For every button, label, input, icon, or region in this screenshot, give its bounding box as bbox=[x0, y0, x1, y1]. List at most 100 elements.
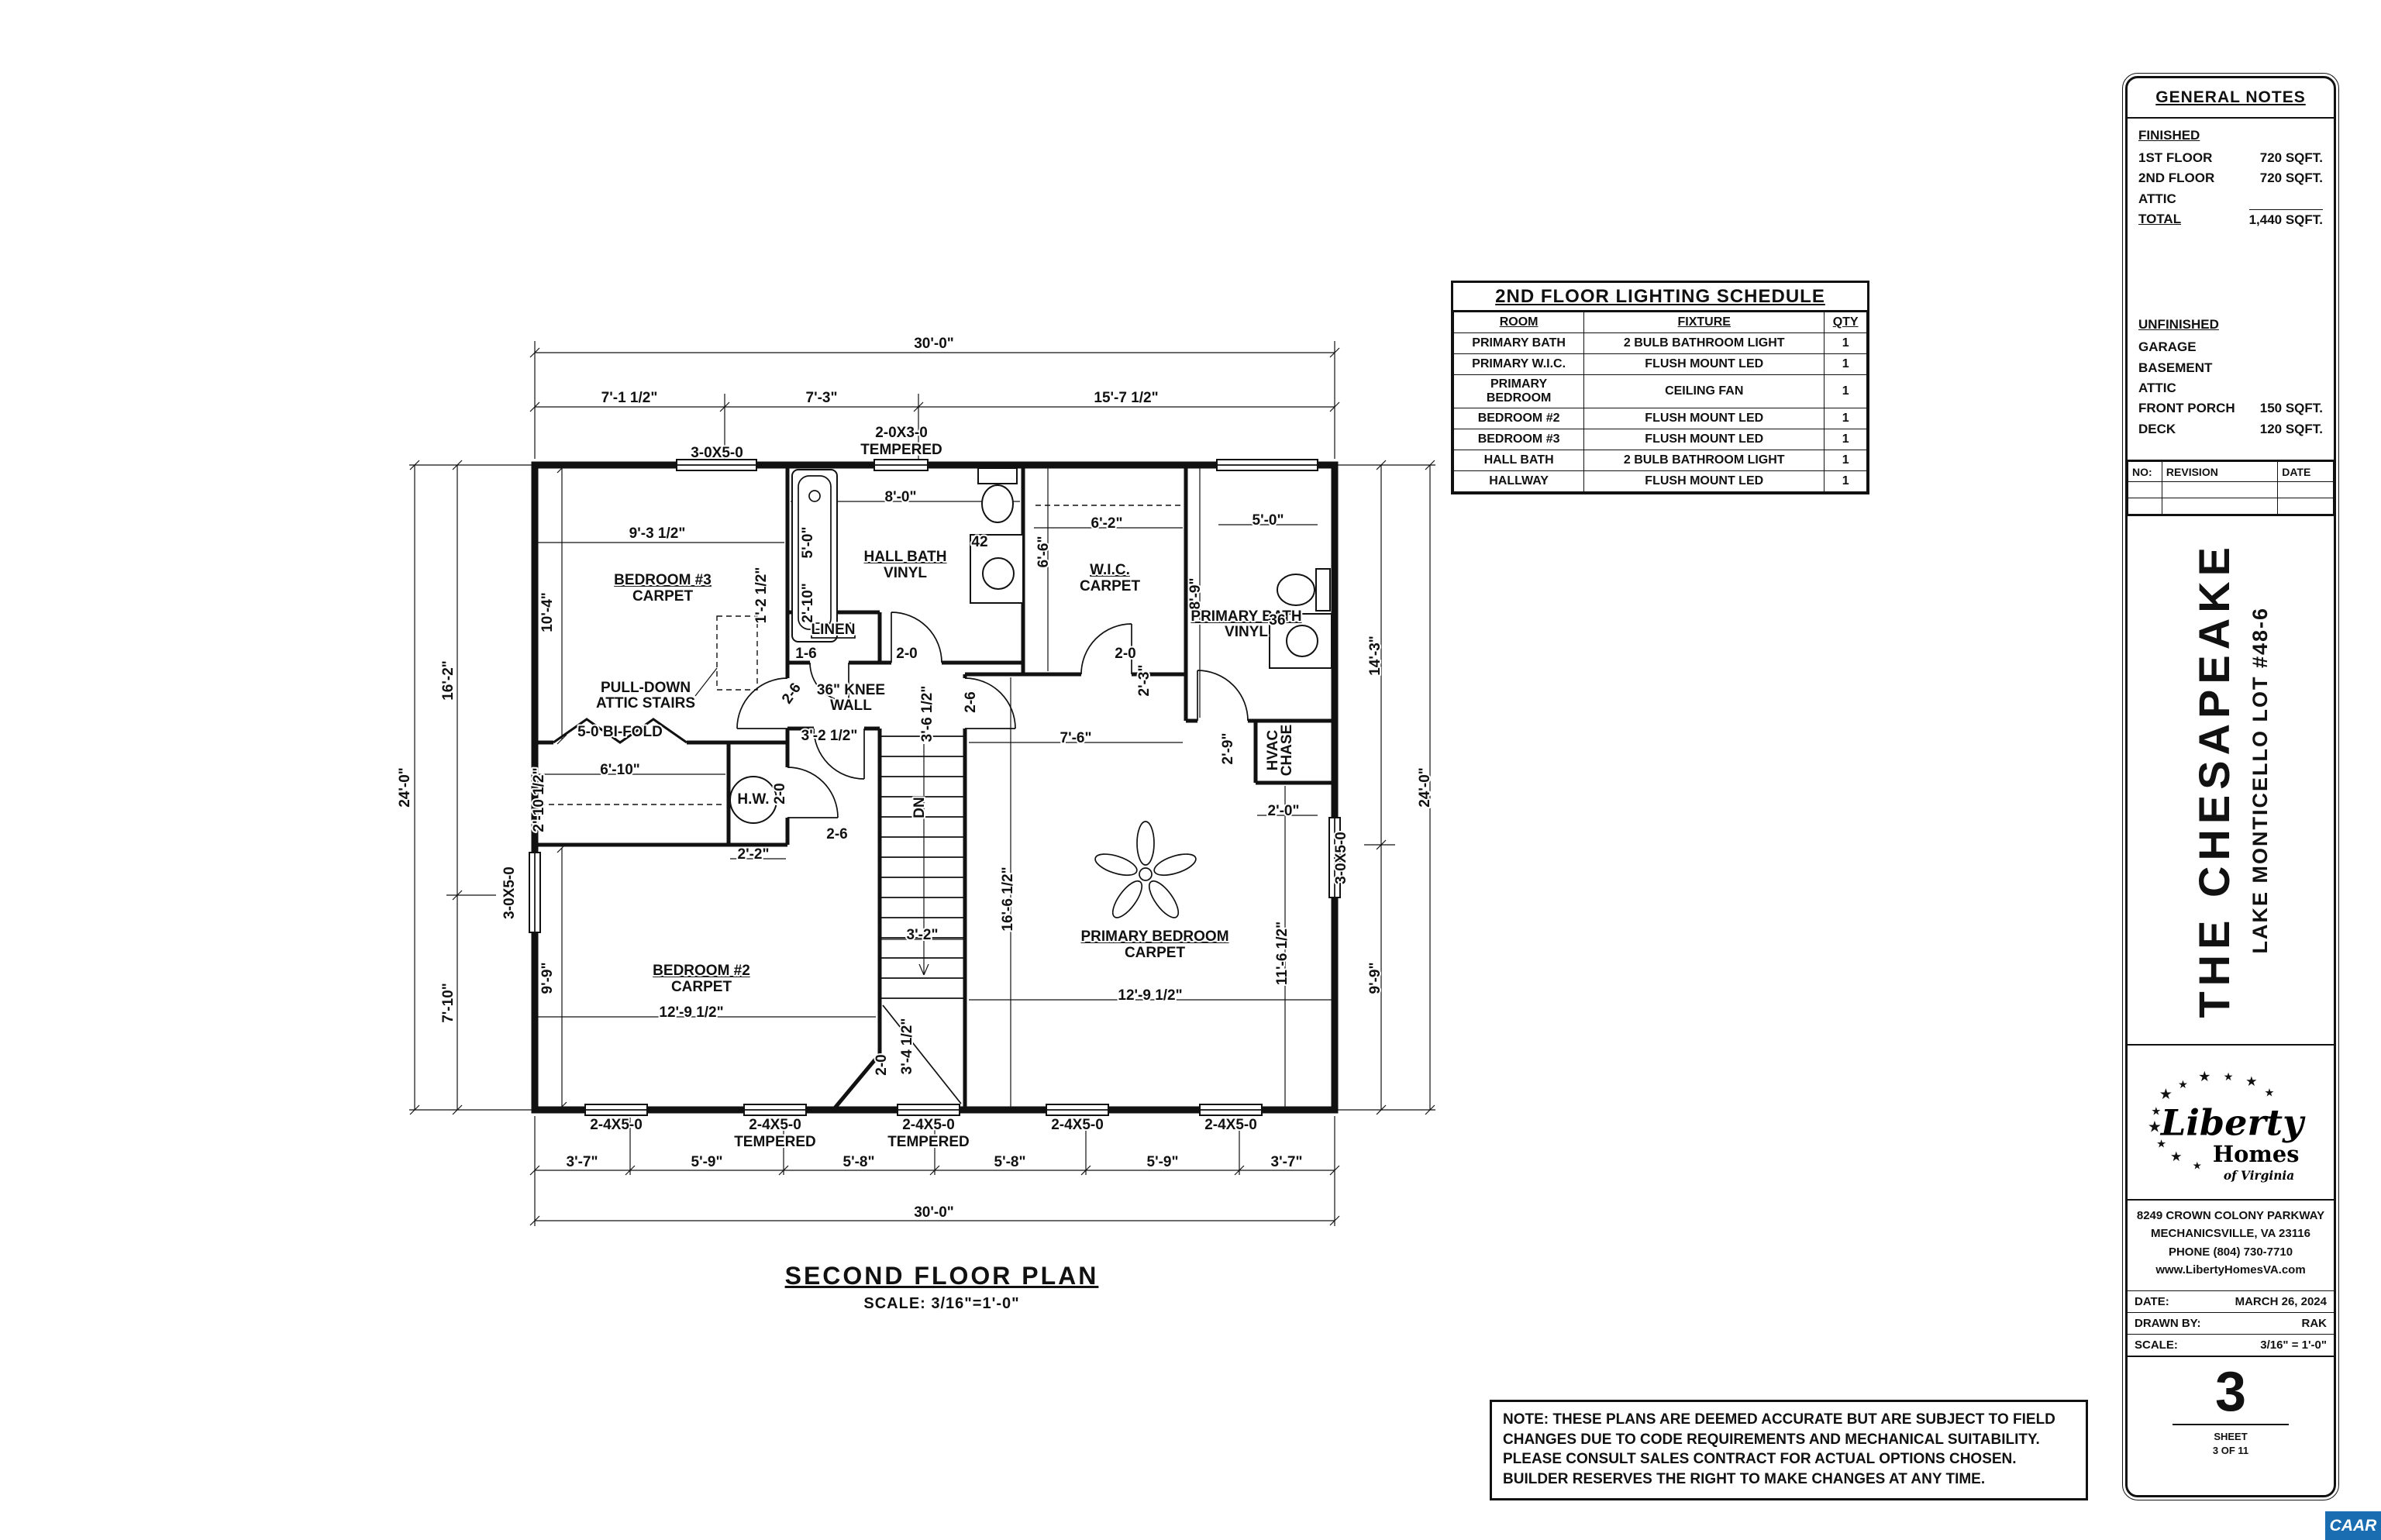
plan-label: 2-0 bbox=[772, 783, 788, 804]
schedule-cell: 1 bbox=[1824, 353, 1867, 375]
plan-label: 2'-10" bbox=[800, 583, 816, 623]
drawn-by-label: DRAWN BY: bbox=[2135, 1317, 2201, 1330]
revision-table-section: NO: REVISION DATE bbox=[2128, 460, 2334, 515]
col-room: ROOM bbox=[1452, 312, 1585, 333]
plan-label: 15'-7 1/2" bbox=[1094, 390, 1158, 406]
plan-label: 5'-9" bbox=[1147, 1154, 1179, 1170]
plan-label: 24'-0" bbox=[1417, 767, 1433, 808]
logo-word-liberty: Liberty bbox=[2159, 1101, 2306, 1143]
plan-label: 2-4X5-0 bbox=[590, 1117, 643, 1133]
date-value: MARCH 26, 2024 bbox=[2235, 1295, 2327, 1308]
plan-labels: 30'-0"7'-1 1/2"7'-3"15'-7 1/2"3-0X5-02-0… bbox=[395, 334, 1435, 1222]
door-swings bbox=[736, 612, 1249, 818]
schedule-cell: FLUSH MOUNT LED bbox=[1583, 429, 1825, 450]
plan-label: 1-6 bbox=[795, 646, 816, 662]
plan-title: SECOND FLOOR PLAN bbox=[784, 1262, 1099, 1290]
plan-label: 2'-3" bbox=[1136, 665, 1153, 697]
plan-label: 14'-3" bbox=[1367, 636, 1383, 676]
plan-label: H.W. bbox=[737, 791, 769, 808]
plan-label: 16'-2" bbox=[440, 660, 457, 701]
plan-label: 3'-4 1/2" bbox=[899, 1018, 915, 1075]
plan-label: 5-0 BI-FOLD bbox=[577, 724, 663, 740]
star-icon: ★ bbox=[2156, 1139, 2166, 1151]
note-line-1: NOTE: THESE PLANS ARE DEEMED ACCURATE BU… bbox=[1503, 1411, 2055, 1428]
plan-label: 42 bbox=[971, 534, 987, 550]
water-heater-icon bbox=[729, 776, 777, 824]
sheet-number-section: 3 SHEET 3 OF 11 bbox=[2128, 1356, 2334, 1495]
liberty-homes-logo-icon: ★ ★ ★ ★ ★ ★ ★ ★ ★ ★ ★ Liberty Homes of V… bbox=[2148, 1069, 2306, 1183]
plan-label: 9'-9" bbox=[539, 963, 556, 994]
revision-empty-row bbox=[2128, 481, 2334, 498]
plan-label: TEMPERED bbox=[887, 1134, 970, 1150]
windows bbox=[529, 459, 1341, 1116]
plan-label: ATTIC STAIRS bbox=[596, 695, 695, 711]
star-icon: ★ bbox=[2178, 1079, 2188, 1091]
plan-label: 2-4X5-0 bbox=[1051, 1117, 1104, 1133]
schedule-cell: PRIMARY W.I.C. bbox=[1452, 353, 1585, 375]
plan-label: 3'-7" bbox=[1271, 1154, 1303, 1170]
caar-label: CAAR bbox=[2329, 1516, 2377, 1535]
note-line-4: BUILDER RESERVES THE RIGHT TO MAKE CHANG… bbox=[1503, 1470, 1986, 1487]
plan-label: 2-6 bbox=[963, 691, 979, 712]
drawn-by-row: DRAWN BY: RAK bbox=[2128, 1312, 2334, 1334]
plan-label: PULL-DOWN bbox=[601, 680, 691, 696]
schedule-cell: BEDROOM #2 bbox=[1452, 408, 1585, 429]
plan-label: 5'-8" bbox=[843, 1154, 875, 1170]
plan-label: 36 bbox=[1269, 612, 1285, 629]
plan-label: HVAC bbox=[1265, 730, 1281, 771]
plan-label: 30'-0" bbox=[914, 336, 954, 352]
rev-col-no: NO: bbox=[2128, 461, 2162, 482]
drawn-by-value: RAK bbox=[2301, 1317, 2328, 1330]
plan-label: CARPET bbox=[1125, 945, 1186, 961]
plan-label: 3-0X5-0 bbox=[501, 866, 518, 919]
plan-label: 2-0 bbox=[873, 1054, 890, 1075]
plan-label: 3-0X5-0 bbox=[691, 445, 743, 461]
plan-label: 7'-1 1/2" bbox=[601, 390, 658, 406]
plan-label: BEDROOM #3 bbox=[614, 572, 712, 588]
scale-value: 3/16" = 1'-0" bbox=[2260, 1338, 2327, 1352]
date-row: DATE: MARCH 26, 2024 bbox=[2128, 1290, 2334, 1312]
caar-logo: CAAR bbox=[2325, 1511, 2381, 1540]
note-line-3: PLEASE CONSULT SALES CONTRACT FOR ACTUAL… bbox=[1503, 1451, 2017, 1468]
disclaimer-note-box: NOTE: THESE PLANS ARE DEEMED ACCURATE BU… bbox=[1490, 1400, 2088, 1500]
schedule-cell: 1 bbox=[1824, 332, 1867, 354]
plan-label: 2-4X5-0 bbox=[1204, 1117, 1257, 1133]
lot-vertical: LAKE MONTICELLO LOT #48-6 bbox=[2248, 606, 2272, 954]
plan-label: DN bbox=[911, 797, 928, 818]
hall-bath-vanity-icon bbox=[970, 534, 1024, 604]
star-icon: ★ bbox=[2245, 1074, 2258, 1090]
plan-scale-note: SCALE: 3/16"=1'-0" bbox=[863, 1295, 1020, 1312]
address-line-4: www.LibertyHomesVA.com bbox=[2155, 1263, 2306, 1276]
sheet-label: SHEET bbox=[2214, 1430, 2248, 1442]
hall-bath-toilet-icon bbox=[977, 467, 1018, 523]
plan-label: 3'-7" bbox=[567, 1154, 598, 1170]
date-label: DATE: bbox=[2135, 1295, 2169, 1308]
plan-label: 9'-3 1/2" bbox=[629, 525, 686, 542]
star-icon: ★ bbox=[2159, 1085, 2173, 1103]
plan-label: 5'-8" bbox=[994, 1154, 1026, 1170]
star-icon: ★ bbox=[2198, 1069, 2210, 1085]
plan-label: W.I.C. bbox=[1090, 562, 1130, 578]
bifold-door-icon bbox=[553, 718, 687, 744]
schedule-cell: FLUSH MOUNT LED bbox=[1583, 408, 1825, 429]
plan-label: CARPET bbox=[632, 588, 694, 605]
linen-label-box bbox=[811, 622, 856, 639]
plan-label: 3'-6 1/2" bbox=[919, 686, 936, 742]
rev-col-date: DATE bbox=[2277, 461, 2334, 482]
star-icon: ★ bbox=[2148, 1118, 2162, 1136]
bathtub-icon bbox=[791, 469, 838, 643]
fixtures bbox=[539, 467, 1332, 918]
address-line-3: PHONE (804) 730-7710 bbox=[2168, 1245, 2293, 1259]
schedule-cell: BEDROOM #3 bbox=[1452, 429, 1585, 450]
plan-label: 24'-0" bbox=[397, 767, 413, 808]
